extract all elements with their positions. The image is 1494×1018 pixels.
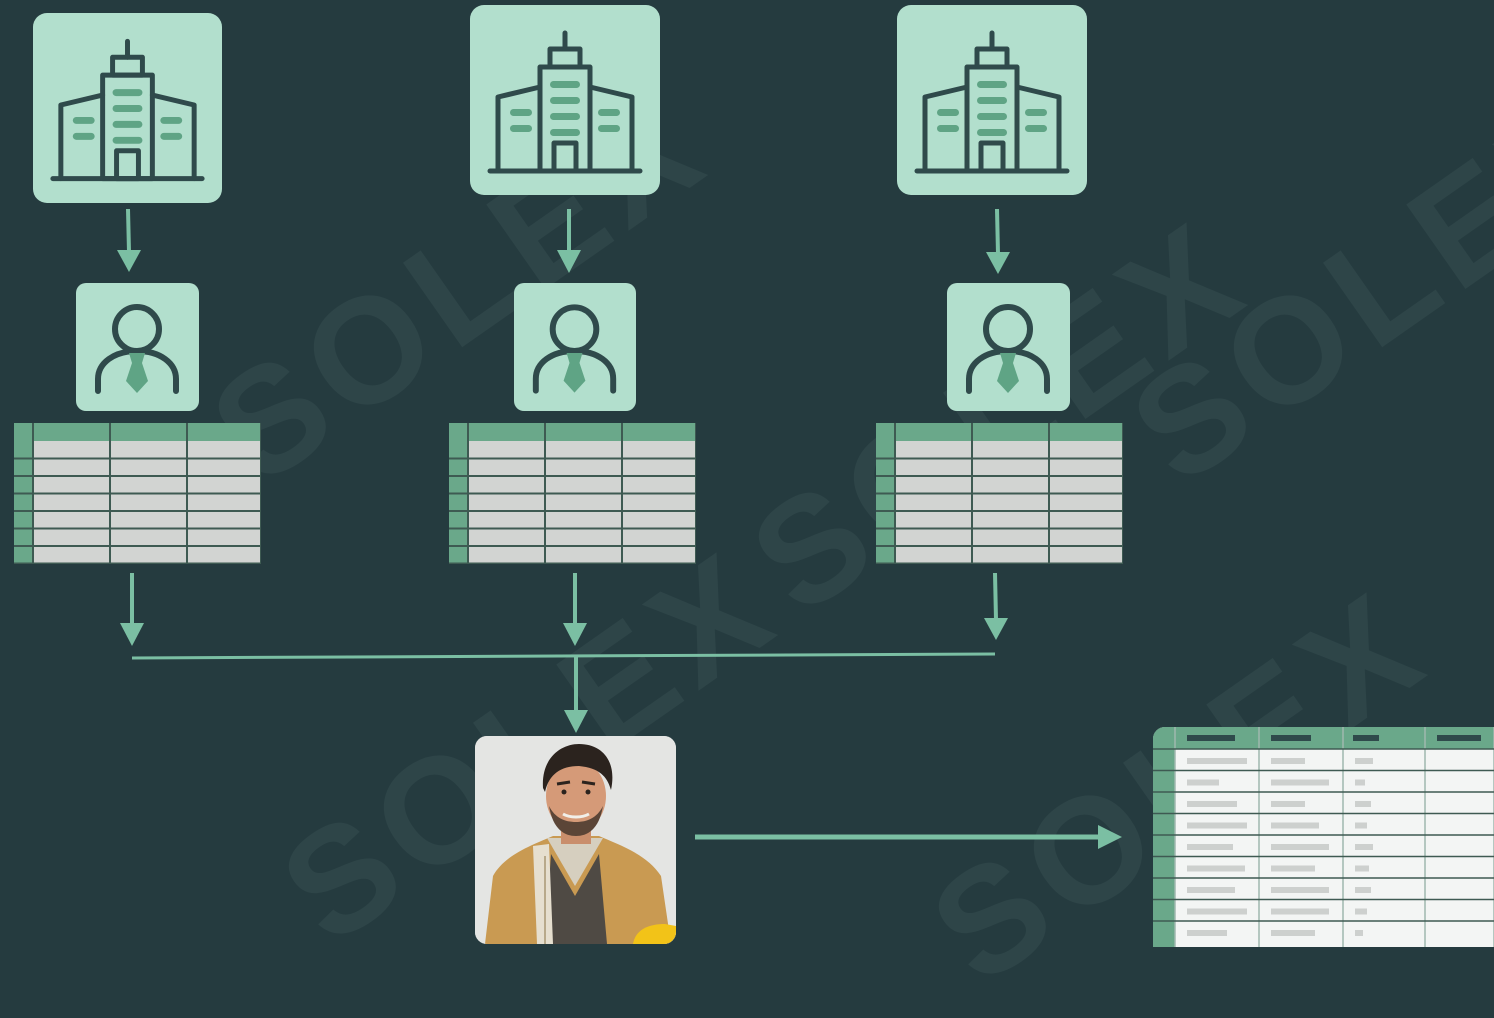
result-cell-placeholder [1271,865,1315,872]
person-photo [475,736,676,944]
merge-line [131,652,996,660]
result-cell-placeholder [1355,779,1365,786]
result-cell-placeholder [1187,822,1247,829]
employee-tile-1 [76,283,199,411]
result-header-row [1153,727,1494,749]
arrow-building-to-employee-1 [126,208,131,253]
result-header-placeholder [1353,735,1379,741]
result-cell-placeholder [1271,844,1329,850]
result-row-index [1153,727,1175,947]
spreadsheet-1 [14,423,261,564]
employee-tile-2 [514,283,636,411]
spreadsheet-3 [876,423,1123,564]
person-photo-illustration [475,736,676,944]
result-cell-placeholder [1355,908,1367,915]
result-cell-placeholder [1187,844,1233,850]
arrow-building-to-employee-3 [995,208,1000,255]
result-cell-placeholder [1271,758,1305,764]
sheet-header-row [876,423,1123,441]
result-cell-placeholder [1187,887,1235,893]
office-building-icon [914,30,1070,174]
result-cell-placeholder [1355,844,1373,850]
merged-spreadsheet-grid [1153,727,1494,947]
result-cell-placeholder [1187,865,1245,872]
result-cell-placeholder [1355,887,1371,893]
company-tile-1 [33,13,222,203]
result-cell-placeholder [1187,801,1237,807]
result-cell-placeholder [1355,930,1363,936]
spreadsheet-2 [449,423,696,564]
employee-user-icon [532,304,617,394]
result-cell-placeholder [1187,908,1247,915]
result-cell-placeholder [1355,758,1373,764]
result-cell-placeholder [1271,930,1315,936]
result-cell-placeholder [1355,822,1367,829]
result-header-placeholder [1187,735,1235,741]
result-cell-placeholder [1271,908,1329,915]
result-cell-placeholder [1271,887,1329,893]
result-cell-placeholder [1187,758,1247,764]
result-header-placeholder [1437,735,1481,741]
employee-tile-3 [947,283,1070,411]
office-building-icon [50,38,205,182]
result-header-placeholder [1271,735,1311,741]
employee-user-icon [966,304,1050,394]
sheet-header-row [14,423,261,441]
employee-user-icon [95,304,179,394]
result-cell-placeholder [1271,779,1329,786]
result-cell-placeholder [1271,801,1305,807]
result-cell-placeholder [1187,779,1219,786]
company-tile-2 [470,5,660,195]
connector-layer [117,208,1122,849]
arrow-sheet-to-bus-3 [993,572,998,621]
company-tile-3 [897,5,1087,195]
result-cell-placeholder [1355,865,1369,872]
result-cell-placeholder [1187,930,1227,936]
sheet-header-row [449,423,696,441]
office-building-icon [487,30,643,174]
result-cell-placeholder [1355,801,1371,807]
merged-spreadsheet [1153,727,1494,947]
result-cell-placeholder [1271,822,1319,829]
